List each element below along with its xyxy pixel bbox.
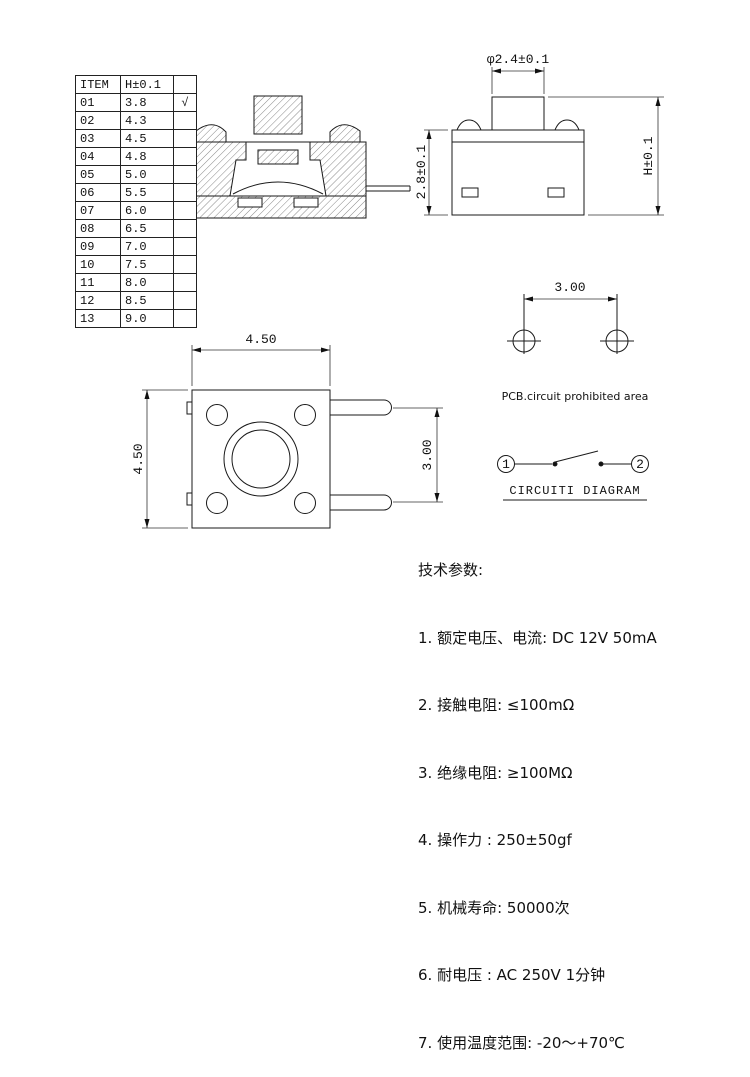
dome-contact bbox=[232, 181, 324, 195]
tech-param-line: 4. 操作力 : 250±50gf bbox=[418, 831, 572, 849]
dim-top-width: 4.50 bbox=[191, 332, 331, 386]
top-view-body bbox=[191, 389, 331, 529]
corner-pin-br bbox=[294, 492, 316, 514]
top-view bbox=[186, 389, 392, 529]
pin-hole-view bbox=[507, 294, 634, 354]
button-inner-circle bbox=[231, 429, 291, 489]
contact-dot-right bbox=[598, 461, 604, 467]
pcb-note: PCB.circuit prohibited area bbox=[502, 390, 649, 403]
cross-section-view bbox=[187, 95, 411, 219]
contact-left bbox=[237, 197, 263, 208]
tech-param-line: 7. 使用温度范围: -20～+70℃ bbox=[418, 1033, 625, 1052]
table-header-row: ITEM H±0.1 bbox=[75, 75, 197, 94]
dim-hole-pitch: 3.00 bbox=[524, 280, 617, 302]
tech-param-line: 3. 绝缘电阻: ≥100MΩ bbox=[418, 763, 573, 782]
lead-pin-top bbox=[330, 399, 392, 416]
dim-body-height: 2.8±0.1 bbox=[414, 129, 448, 216]
tech-param-line: 1. 额定电压、电流: DC 12V 50mA bbox=[418, 628, 657, 647]
front-view bbox=[451, 96, 585, 216]
actuator-section bbox=[257, 149, 299, 165]
tech-param-line: 6. 耐电压 : AC 250V 1分钟 bbox=[418, 966, 606, 984]
right-flange bbox=[329, 124, 361, 143]
terminal-2-label: 2 bbox=[636, 457, 644, 472]
button-front bbox=[491, 96, 545, 131]
dim-label-body-height: 2.8±0.1 bbox=[414, 144, 429, 199]
dim-label-diameter: φ2.4±0.1 bbox=[487, 52, 550, 67]
circuit-diagram bbox=[497, 450, 649, 501]
dim-label-total-height: H±0.1 bbox=[641, 136, 656, 175]
terminal-mark-left bbox=[461, 187, 479, 198]
dim-pin-pitch: 3.00 bbox=[393, 407, 443, 503]
left-notch-top bbox=[186, 401, 193, 415]
terminal-1-label: 1 bbox=[502, 457, 510, 472]
contact-right bbox=[293, 197, 319, 208]
check-mark: √ bbox=[173, 93, 197, 112]
tech-param-line: 5. 机械寿命: 50000次 bbox=[418, 898, 570, 917]
tech-params-title: 技术参数: bbox=[418, 561, 484, 579]
tech-param-line: 2. 接触电阻: ≤100mΩ bbox=[418, 696, 575, 714]
col-header-item: ITEM bbox=[75, 75, 121, 94]
plunger-section bbox=[253, 95, 303, 135]
drawing-canvas: φ2.4±0.1 2.8±0.1 H±0.1 3.00 PCB.circuit … bbox=[131, 52, 664, 529]
left-flange bbox=[195, 124, 227, 143]
dim-left-height: 4.50 bbox=[131, 389, 188, 529]
col-header-h: H±0.1 bbox=[120, 75, 174, 94]
terminal-mark-right bbox=[547, 187, 565, 198]
left-notch-bottom bbox=[186, 492, 193, 506]
dim-label-hole-pitch: 3.00 bbox=[554, 280, 585, 295]
dim-label-top-width: 4.50 bbox=[245, 332, 276, 347]
dim-button-diameter: φ2.4±0.1 bbox=[487, 52, 550, 94]
base-section bbox=[187, 195, 367, 219]
body-right-section bbox=[309, 141, 367, 197]
corner-pin-tl bbox=[206, 404, 228, 426]
tech-params: 技术参数: 1. 额定电压、电流: DC 12V 50mA 2. 接触电阻: ≤… bbox=[418, 514, 657, 1077]
dim-total-height: H±0.1 bbox=[548, 96, 664, 216]
contact-dot-left bbox=[552, 461, 558, 467]
circuit-diagram-title: CIRCUITI DIAGRAM bbox=[509, 484, 640, 498]
col-header-check bbox=[173, 75, 197, 94]
corner-pin-bl bbox=[206, 492, 228, 514]
body-front bbox=[451, 129, 585, 216]
technical-drawing-page: { "table": { "headers": ["ITEM", "H±0.1"… bbox=[75, 52, 664, 1052]
corner-pin-tr bbox=[294, 404, 316, 426]
dim-label-left-height: 4.50 bbox=[131, 443, 146, 474]
button-outer-circle bbox=[223, 421, 299, 497]
lead-pin-bottom bbox=[330, 494, 392, 511]
dim-label-pin-pitch: 3.00 bbox=[420, 439, 435, 470]
